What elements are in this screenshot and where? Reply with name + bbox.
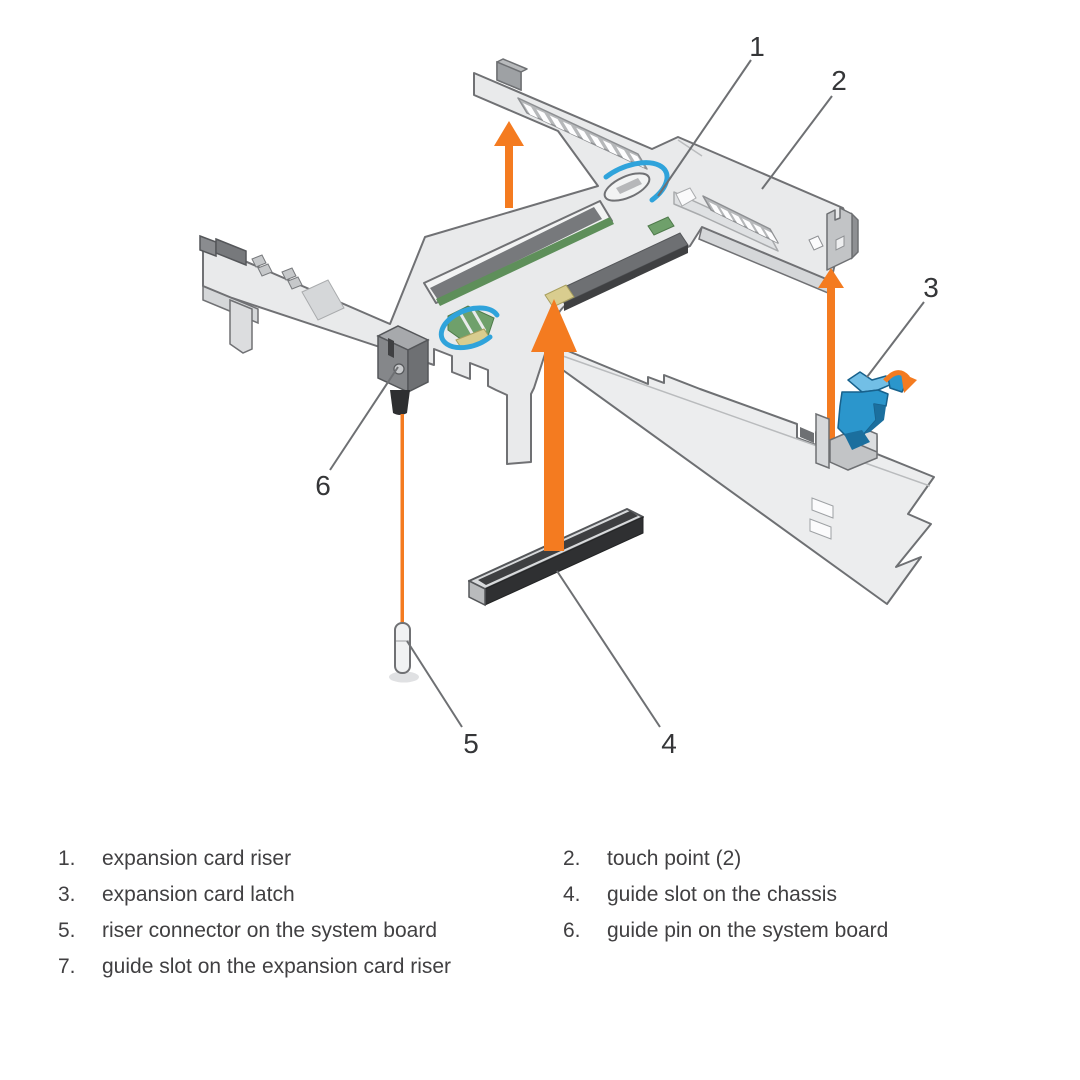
legend-item-label: riser connector on the system board <box>102 919 437 942</box>
riser-right-bracket <box>826 207 859 271</box>
system-board-guide-pin <box>389 622 419 683</box>
callout-4: 4 <box>556 570 677 759</box>
legend: 1. expansion card riser 3. expansion car… <box>58 841 1050 985</box>
legend-item-3: 3. expansion card latch <box>58 877 563 913</box>
legend-item-7: 7. guide slot on the expansion card rise… <box>58 949 563 985</box>
callout-2: 2 <box>761 65 847 190</box>
chassis-wall <box>555 345 935 605</box>
legend-item-label: guide slot on the chassis <box>607 883 837 906</box>
chassis-guide-slot <box>800 427 814 443</box>
legend-item-5: 5. riser connector on the system board <box>58 913 563 949</box>
install-arrows <box>400 121 844 622</box>
legend-item-6: 6. guide pin on the system board <box>563 913 1050 949</box>
callouts: 1 2 3 4 5 6 <box>315 31 939 759</box>
riser-guide-pin-block <box>376 325 430 415</box>
expansion-card-riser <box>199 72 859 465</box>
legend-item-2: 2. touch point (2) <box>563 841 1050 877</box>
install-arrow-right <box>818 268 844 452</box>
riser-card-slot-2 <box>544 216 689 311</box>
alignment-line <box>400 414 404 622</box>
chassis-vent-hole <box>809 518 832 540</box>
legend-item-label: guide pin on the system board <box>607 919 889 942</box>
callout-4-label: 4 <box>661 728 677 759</box>
vent-slot-row-left-wing <box>517 97 648 170</box>
callout-5-label: 5 <box>463 728 479 759</box>
touch-point-highlight-circle-2 <box>438 305 500 351</box>
callout-1-label: 1 <box>749 31 765 62</box>
legend-item-label: guide slot on the expansion card riser <box>102 955 452 978</box>
riser-rear-tab <box>496 58 528 92</box>
riser-guide-slot <box>438 305 500 351</box>
legend-item-number: 1. <box>58 847 76 870</box>
callout-3: 3 <box>866 272 939 378</box>
vent-slot-row-right-wing <box>673 187 824 252</box>
callout-2-label: 2 <box>831 65 847 96</box>
legend-item-4: 4. guide slot on the chassis <box>563 877 1050 913</box>
legend-item-number: 5. <box>58 919 76 942</box>
legend-item-label: expansion card riser <box>102 847 292 870</box>
callout-5: 5 <box>406 640 479 759</box>
callout-1: 1 <box>657 31 765 197</box>
legend-item-1: 1. expansion card riser <box>58 841 563 877</box>
legend-item-number: 2. <box>563 847 581 870</box>
yellow-connector <box>544 284 575 308</box>
left-bracket-leg <box>229 298 253 354</box>
legend-item-number: 4. <box>563 883 581 906</box>
install-arrow-center <box>531 299 577 551</box>
callout-3-label: 3 <box>923 272 939 303</box>
riser-guide-pin-tip <box>390 390 410 415</box>
legend-column-left: 1. expansion card riser 3. expansion car… <box>58 841 563 985</box>
legend-item-number: 3. <box>58 883 76 906</box>
riser-installation-diagram: 1 2 3 4 5 6 <box>199 31 939 759</box>
callout-6: 6 <box>315 366 399 501</box>
diagram-canvas: 1 2 3 4 5 6 <box>199 31 939 759</box>
expansion-card-latch[interactable] <box>837 371 909 450</box>
chassis-vent-hole <box>811 497 834 519</box>
callout-6-label: 6 <box>315 470 331 501</box>
riser-left-bracket <box>199 234 345 321</box>
riser-card-slot <box>423 200 614 306</box>
legend-item-number: 6. <box>563 919 581 942</box>
legend-item-label: expansion card latch <box>102 883 295 906</box>
install-arrow-left <box>494 121 524 208</box>
legend-item-label: touch point (2) <box>607 847 742 870</box>
legend-item-number: 7. <box>58 955 76 978</box>
legend-column-right: 2. touch point (2) 4. guide slot on the … <box>563 841 1050 985</box>
pcb-edge-sliver <box>647 216 675 236</box>
rotate-arrow <box>883 370 917 393</box>
